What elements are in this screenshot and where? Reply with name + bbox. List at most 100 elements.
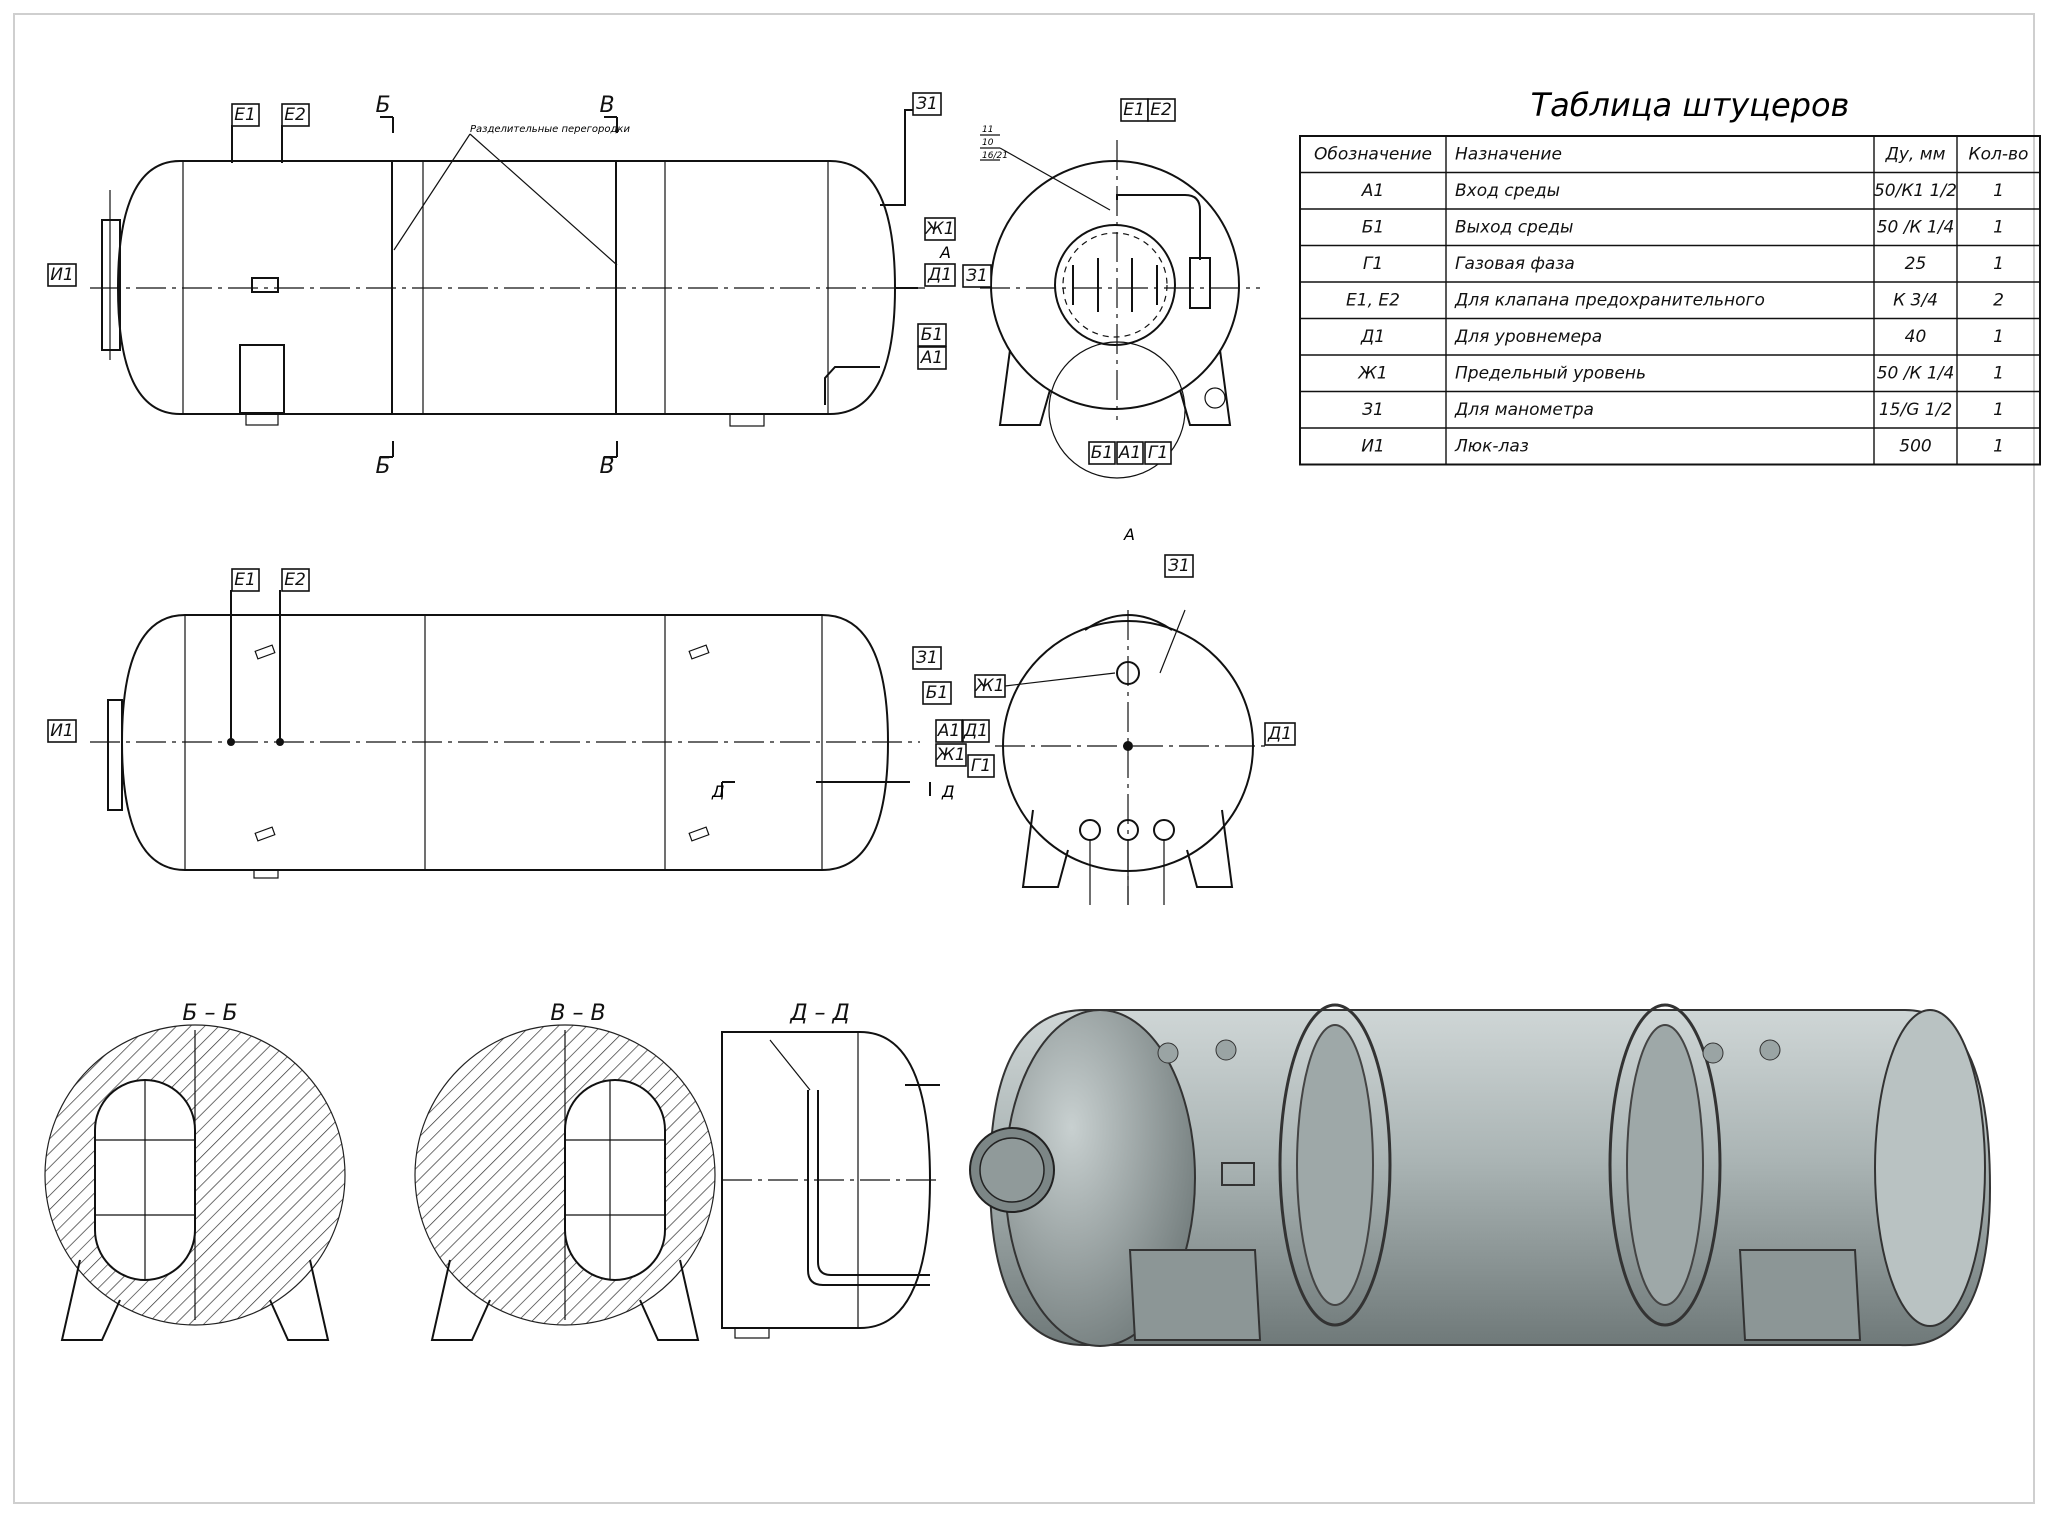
svg-text:Д1: Д1 bbox=[927, 265, 952, 285]
view-a-arrow-label: А bbox=[939, 243, 951, 262]
svg-text:З1: З1 bbox=[1168, 556, 1190, 576]
top-plan bbox=[90, 590, 931, 879]
tag-z1-v4: З1 bbox=[1164, 554, 1194, 578]
table-cell: 1 bbox=[1993, 400, 2004, 420]
table-cell: Вход среды bbox=[1455, 181, 1560, 201]
svg-text:З1: З1 bbox=[916, 648, 938, 668]
table-cell: Для уровнемера bbox=[1454, 327, 1602, 347]
svg-text:Б1: Б1 bbox=[921, 325, 943, 345]
tag-z1-v3: З1 bbox=[912, 646, 942, 670]
svg-text:Е1: Е1 bbox=[234, 570, 256, 590]
svg-text:Е2: Е2 bbox=[284, 105, 306, 125]
tank-3d-render bbox=[969, 1003, 1992, 1347]
section-dd bbox=[721, 1031, 940, 1339]
svg-text:Е2: Е2 bbox=[284, 570, 306, 590]
svg-text:Е1: Е1 bbox=[234, 105, 256, 125]
tag-a1-v3: А1 bbox=[935, 719, 963, 743]
table-cell: Е1, Е2 bbox=[1346, 290, 1400, 310]
svg-text:Е2: Е2 bbox=[1150, 100, 1172, 120]
svg-text:З1: З1 bbox=[966, 266, 988, 286]
table-cell: 25 bbox=[1905, 254, 1927, 274]
tag-d1-v4: Д1 bbox=[1264, 722, 1296, 746]
svg-text:З1: З1 bbox=[916, 94, 938, 114]
tag-zh1-v1: Ж1 bbox=[924, 217, 956, 241]
tag-z1-v2: З1 bbox=[962, 264, 992, 288]
tag-e2-v2: Е2 bbox=[1147, 98, 1176, 122]
section-d-mark-left: Д bbox=[711, 782, 725, 801]
table-title: Таблица штуцеров bbox=[1531, 86, 1850, 124]
tag-e1-v2: Е1 bbox=[1120, 98, 1149, 122]
callout-2: 10 bbox=[982, 138, 994, 148]
table-cell: Г1 bbox=[1363, 254, 1383, 274]
table-cell: Предельный уровень bbox=[1455, 363, 1646, 383]
table-cell: 15/G 1/2 bbox=[1879, 400, 1952, 420]
table-cell: З1 bbox=[1362, 400, 1384, 420]
section-b-mark-bottom: Б bbox=[375, 454, 390, 479]
tag-a1-v2: А1 bbox=[1116, 441, 1144, 465]
svg-text:А1: А1 bbox=[937, 721, 960, 741]
table-header-cell: Ду, мм bbox=[1885, 144, 1946, 164]
svg-text:И1: И1 bbox=[50, 265, 74, 285]
svg-text:А1: А1 bbox=[920, 348, 943, 368]
tag-d1-v3: Д1 bbox=[962, 719, 990, 743]
table-cell: 1 bbox=[1993, 254, 2004, 274]
svg-text:Б1: Б1 bbox=[926, 683, 948, 703]
section-d-mark-right: Д bbox=[941, 782, 955, 801]
table-cell: Ж1 bbox=[1357, 363, 1387, 383]
section-vv-title: В – В bbox=[550, 1001, 605, 1026]
svg-text:Ж1: Ж1 bbox=[974, 676, 1004, 696]
end-view bbox=[980, 134, 1260, 479]
table-border bbox=[1299, 135, 2041, 466]
table-cell: 1 bbox=[1993, 363, 2004, 383]
table-cell: А1 bbox=[1361, 181, 1384, 201]
tag-b1-v2: Б1 bbox=[1088, 441, 1116, 465]
tag-i1-v3: И1 bbox=[47, 719, 77, 743]
view-a-title: А bbox=[1123, 525, 1135, 544]
table-cell: Газовая фаза bbox=[1455, 254, 1575, 274]
table-cell: 1 bbox=[1993, 436, 2004, 456]
tag-i1-v1: И1 bbox=[47, 263, 77, 287]
tag-b1-v1: Б1 bbox=[917, 323, 947, 347]
svg-text:Б1: Б1 bbox=[1091, 443, 1113, 463]
view-a bbox=[995, 609, 1265, 905]
table-cell: 1 bbox=[1993, 181, 2004, 201]
callout-3: 16/21 bbox=[982, 151, 1008, 161]
section-v-mark-top: В bbox=[599, 93, 614, 118]
table-cell: Выход среды bbox=[1455, 217, 1573, 237]
section-b-mark-top: Б bbox=[375, 93, 390, 118]
svg-text:Г1: Г1 bbox=[971, 756, 991, 776]
section-bb bbox=[44, 1024, 346, 1341]
tag-e1-v3: Е1 bbox=[231, 568, 260, 592]
svg-text:Ж1: Ж1 bbox=[935, 745, 965, 765]
tag-g1-v2: Г1 bbox=[1144, 441, 1172, 465]
section-v-mark-bottom: В bbox=[599, 454, 614, 479]
table-header-cell: Назначение bbox=[1455, 144, 1562, 164]
tag-e2-v3: Е2 bbox=[281, 568, 310, 592]
tag-b1-v3: Б1 bbox=[922, 681, 952, 705]
table-cell: 50 /К 1/4 bbox=[1877, 217, 1955, 237]
svg-text:Г1: Г1 bbox=[1148, 443, 1168, 463]
table-cell: 50 /К 1/4 bbox=[1877, 363, 1955, 383]
svg-text:А1: А1 bbox=[1118, 443, 1141, 463]
table-cell: Для манометра bbox=[1454, 400, 1594, 420]
table-cell: Д1 bbox=[1360, 327, 1385, 347]
tag-g1-v3: Г1 bbox=[967, 754, 995, 778]
tag-e1-v1: Е1 bbox=[231, 103, 260, 127]
tag-e2-v1: Е2 bbox=[281, 103, 310, 127]
table-cell: 2 bbox=[1993, 290, 2004, 310]
table-cell: К 3/4 bbox=[1893, 290, 1938, 310]
tag-zh1-v4: Ж1 bbox=[974, 674, 1006, 698]
svg-text:Ж1: Ж1 bbox=[924, 219, 954, 239]
front-elevation: Разделительные перегородки bbox=[90, 109, 925, 458]
table-cell: Люк-лаз bbox=[1454, 436, 1529, 456]
table-cell: Б1 bbox=[1362, 217, 1384, 237]
table-cell: 50/К1 1/2 bbox=[1874, 181, 1957, 201]
tag-a1-v1: А1 bbox=[917, 346, 947, 370]
page-frame bbox=[13, 13, 2035, 1504]
svg-text:Д1: Д1 bbox=[1267, 724, 1292, 744]
svg-text:Д1: Д1 bbox=[963, 721, 988, 741]
section-bb-title: Б – Б bbox=[182, 1001, 237, 1026]
tag-zh1-v3: Ж1 bbox=[935, 743, 967, 767]
